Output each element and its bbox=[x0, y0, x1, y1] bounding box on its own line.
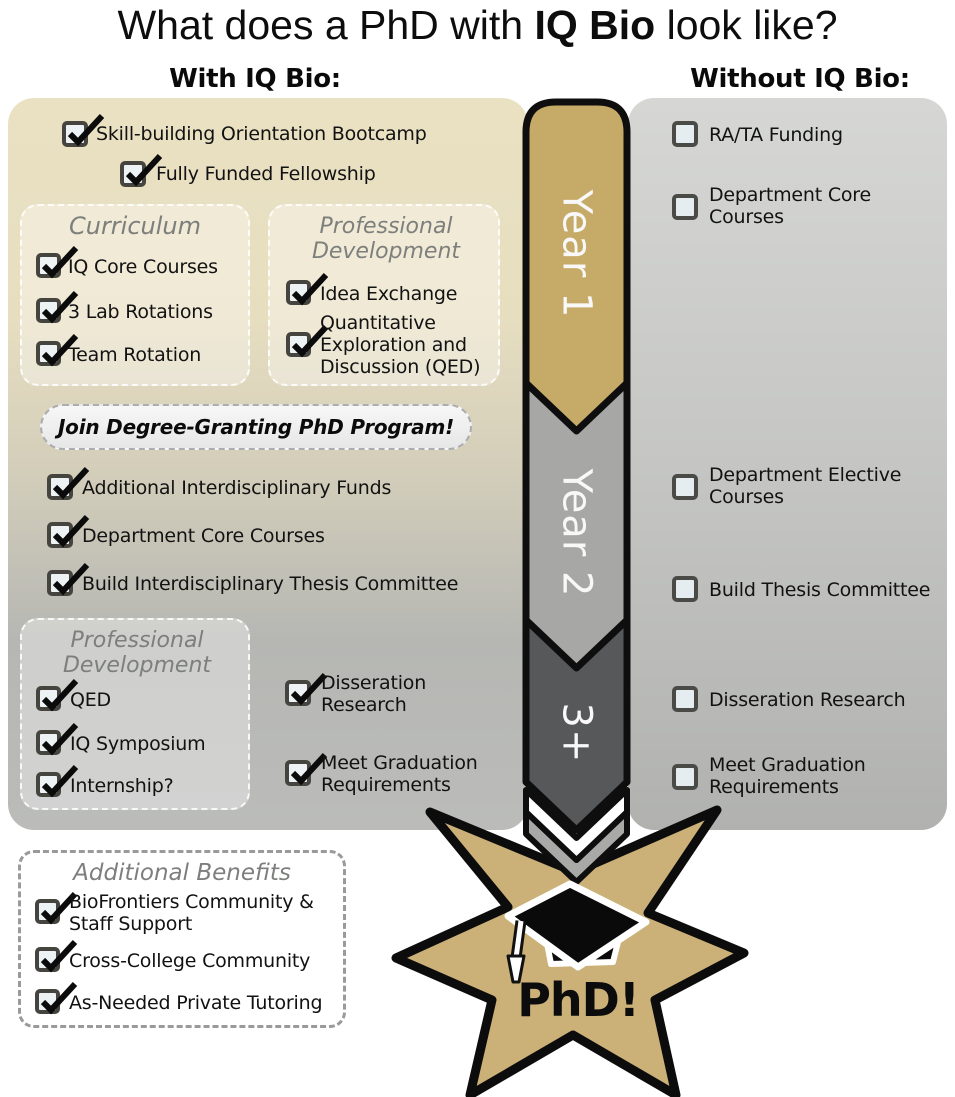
checkbox-checked bbox=[36, 245, 79, 279]
checkbox-checked bbox=[120, 153, 163, 187]
item-label: RA/TA Funding bbox=[709, 124, 843, 146]
checkbox-checked bbox=[36, 678, 79, 712]
check-icon bbox=[291, 272, 329, 306]
item-label: IQ Symposium bbox=[70, 733, 206, 755]
check-icon bbox=[41, 333, 79, 367]
item-label: 3 Lab Rotations bbox=[68, 301, 213, 323]
checkbox-unchecked bbox=[672, 121, 698, 147]
checkbox-checked bbox=[36, 764, 79, 798]
title-highlight: IQ Bio bbox=[534, 2, 656, 48]
item-label: Build Interdisciplinary Thesis Committee bbox=[82, 573, 459, 595]
checkbox-unchecked bbox=[672, 474, 698, 500]
page-title: What does a PhD with IQ Bio look like? bbox=[0, 0, 955, 54]
prof-dev-year2-title: Professional Development bbox=[62, 628, 212, 678]
check-icon bbox=[40, 891, 78, 925]
checkbox-checked bbox=[47, 562, 90, 596]
curriculum-box: Curriculum IQ Core Courses 3 Lab Rotatio… bbox=[20, 204, 250, 386]
check-icon bbox=[41, 290, 79, 324]
item-label: Additional Interdisciplinary Funds bbox=[82, 477, 392, 499]
checkbox-checked bbox=[62, 113, 105, 147]
check-icon bbox=[40, 939, 78, 973]
check-icon bbox=[291, 324, 329, 358]
item-label: Quantitative Exploration and Discussion … bbox=[320, 312, 481, 378]
check-icon bbox=[41, 678, 79, 712]
checkbox-unchecked bbox=[672, 576, 698, 602]
checkbox-checked bbox=[286, 272, 329, 306]
chevron-band-gray bbox=[523, 809, 630, 885]
phd-label: PhD! bbox=[517, 973, 639, 1027]
graduation-cap-icon bbox=[504, 880, 650, 984]
check-icon bbox=[41, 722, 79, 756]
item-label: Disseration Research bbox=[709, 689, 906, 711]
check-icon bbox=[52, 562, 90, 596]
checkbox-unchecked bbox=[672, 686, 698, 712]
checkbox-checked bbox=[285, 672, 328, 706]
checkbox-checked bbox=[36, 333, 79, 367]
checkbox-checked bbox=[35, 891, 78, 925]
check-icon bbox=[52, 466, 90, 500]
additional-benefits-title: Additional Benefits bbox=[73, 860, 291, 886]
header-with-iqbio: With IQ Bio: bbox=[169, 64, 341, 94]
curriculum-title: Curriculum bbox=[68, 212, 202, 240]
title-prefix: What does a PhD with bbox=[117, 2, 535, 48]
phd-star-shape bbox=[391, 805, 749, 1097]
checkbox-checked bbox=[35, 939, 78, 973]
check-icon bbox=[41, 245, 79, 279]
item-label: Cross-College Community bbox=[69, 950, 311, 972]
year2-label: Year 2 bbox=[554, 468, 600, 598]
additional-benefits-box: Additional Benefits BioFrontiers Communi… bbox=[18, 850, 346, 1028]
prof-dev-year1-box: Professional Development Idea Exchange Q… bbox=[268, 204, 500, 386]
checkbox-unchecked bbox=[672, 764, 698, 790]
check-icon bbox=[290, 752, 328, 786]
item-label: QED bbox=[70, 689, 111, 711]
year3-segment bbox=[522, 611, 631, 834]
title-suffix: look like? bbox=[655, 2, 838, 48]
year3-label: 3+ bbox=[554, 703, 600, 764]
item-label: Build Thesis Committee bbox=[709, 579, 931, 601]
check-icon bbox=[125, 153, 163, 187]
check-icon bbox=[67, 113, 105, 147]
item-label: IQ Core Courses bbox=[68, 256, 218, 278]
year2-segment bbox=[522, 374, 631, 672]
checkbox-unchecked bbox=[672, 194, 698, 220]
check-icon bbox=[41, 764, 79, 798]
checkbox-checked bbox=[47, 514, 90, 548]
checkbox-checked bbox=[36, 290, 79, 324]
checkbox-checked bbox=[285, 752, 328, 786]
item-label: Skill-building Orientation Bootcamp bbox=[96, 123, 427, 145]
item-label: Internship? bbox=[70, 775, 174, 797]
prof-dev-year1-title: Professional Development bbox=[311, 214, 461, 264]
checkbox-checked bbox=[36, 722, 79, 756]
join-program-banner: Join Degree-Granting PhD Program! bbox=[40, 404, 472, 450]
item-label: As-Needed Private Tutoring bbox=[69, 992, 323, 1014]
year1-label: Year 1 bbox=[554, 189, 600, 319]
item-label: Department Elective Courses bbox=[709, 464, 902, 508]
item-label: Disseration Research bbox=[321, 672, 427, 716]
item-label: Idea Exchange bbox=[320, 283, 458, 305]
checkbox-checked bbox=[286, 324, 329, 358]
item-label: Department Core Courses bbox=[709, 184, 871, 228]
checkbox-checked bbox=[35, 981, 78, 1015]
check-icon bbox=[52, 514, 90, 548]
item-label: Meet Graduation Requirements bbox=[321, 752, 478, 796]
checkbox-checked bbox=[47, 466, 90, 500]
check-icon bbox=[40, 981, 78, 1015]
header-without-iqbio: Without IQ Bio: bbox=[690, 64, 910, 94]
item-label: Meet Graduation Requirements bbox=[709, 754, 866, 798]
prof-dev-year2-box: Professional Development QED IQ Symposiu… bbox=[20, 618, 250, 810]
item-label: Department Core Courses bbox=[82, 525, 325, 547]
item-label: Team Rotation bbox=[68, 344, 202, 366]
year1-segment bbox=[522, 98, 631, 435]
item-label: Fully Funded Fellowship bbox=[156, 163, 376, 185]
check-icon bbox=[290, 672, 328, 706]
item-label: BioFrontiers Community & Staff Support bbox=[69, 891, 314, 935]
chevron-band-white bbox=[523, 787, 630, 863]
